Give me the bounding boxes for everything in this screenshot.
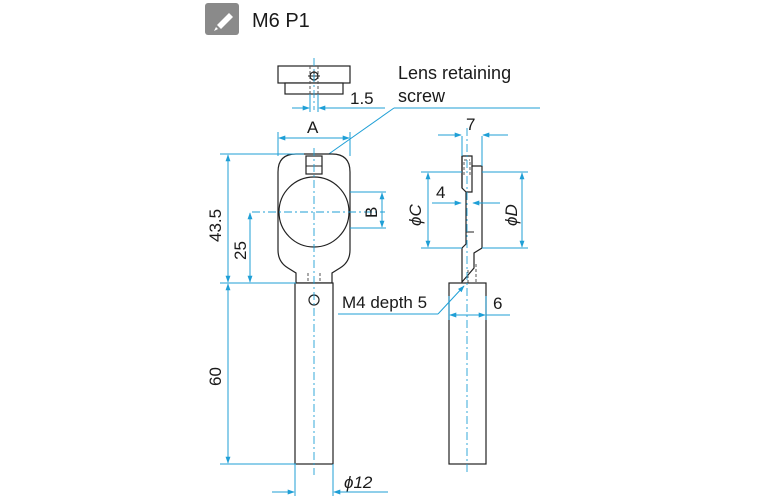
- holder-side-view: [448, 128, 487, 475]
- header-icon-box: [205, 3, 239, 35]
- retaining-screw-detail: [277, 58, 351, 110]
- pencil-icon: [214, 13, 233, 31]
- height-total-dim: 43.5: [206, 209, 225, 242]
- side-post-offset-dim: 6: [493, 294, 502, 313]
- diameter-d-dim: ϕD: [502, 204, 521, 226]
- bore-b-dim: B: [362, 207, 381, 218]
- side-slot-dim: 4: [436, 183, 445, 202]
- holder-front-view: [252, 148, 385, 475]
- tapped-hole-label: M4 depth 5: [342, 293, 427, 312]
- lens-retaining-label-line2: screw: [398, 86, 446, 106]
- width-a-dim: A: [307, 118, 319, 137]
- diameter-c-dim: ϕC: [406, 204, 425, 226]
- lens-retaining-label-line1: Lens retaining: [398, 63, 511, 83]
- post-length-dim: 60: [206, 367, 225, 386]
- thread-spec-label: M6 P1: [252, 10, 310, 32]
- post-diameter-dim: ϕ12: [344, 473, 373, 492]
- height-center-dim: 25: [231, 241, 250, 260]
- screw-offset-dim: 1.5: [350, 89, 374, 108]
- side-thickness-dim: 7: [466, 115, 475, 134]
